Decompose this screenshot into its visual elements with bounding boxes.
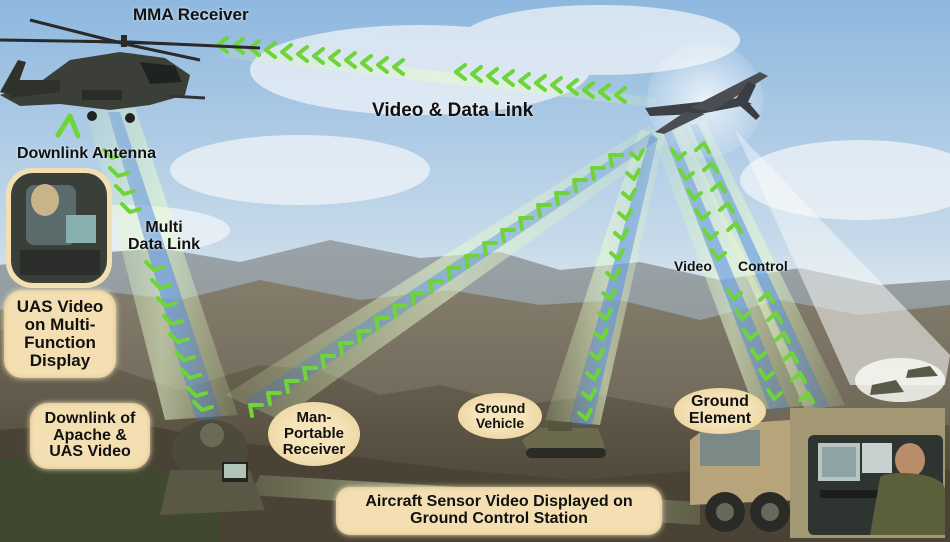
mma-receiver-label: MMA Receiver: [133, 5, 249, 24]
downlink-apache-uas-label: Downlink of Apache & UAS Video: [30, 403, 150, 469]
soldier-icon: [160, 420, 265, 515]
control-label: Control: [738, 258, 788, 274]
ground-vehicle-label: Ground Vehicle: [458, 393, 542, 439]
apache-helicopter-icon: [0, 18, 261, 123]
aircraft-sensor-video-label: Aircraft Sensor Video Displayed on Groun…: [336, 487, 662, 535]
armored-vehicle-icon: [522, 422, 606, 458]
operator-icon: [808, 435, 945, 535]
video-label: Video: [674, 258, 712, 274]
tank-icon: [870, 366, 938, 395]
uav-drone-icon: [645, 72, 768, 134]
ground-element-label: Ground Element: [674, 388, 766, 434]
multi-data-link-label: Multi Data Link: [128, 219, 201, 253]
uas-video-display-label: UAS Video on Multi- Function Display: [4, 290, 116, 378]
downlink-antenna-label: Downlink Antenna: [17, 145, 156, 162]
uas-display-photo: [6, 168, 112, 288]
man-portable-receiver-label: Man- Portable Receiver: [268, 402, 360, 466]
video-data-link-label: Video & Data Link: [372, 100, 534, 121]
